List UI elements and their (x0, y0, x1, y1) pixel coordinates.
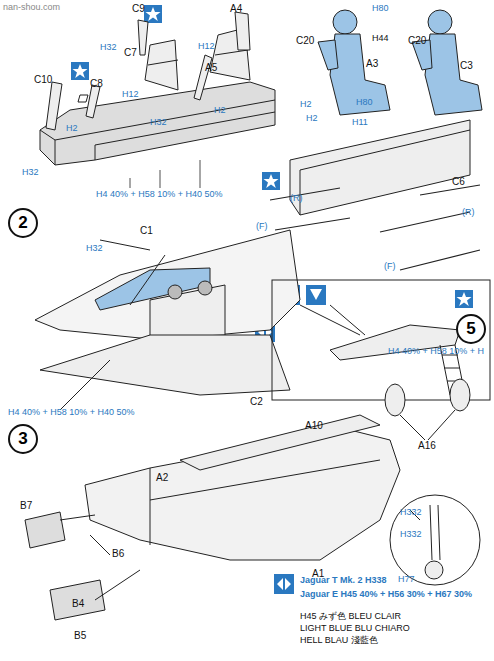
part-label: A10 (305, 420, 323, 431)
step-text: 5 (466, 319, 475, 339)
part-label: H12 (122, 90, 139, 100)
part-label: (F) (256, 222, 268, 232)
part-label: C2 (250, 396, 263, 407)
part-label: B7 (20, 500, 32, 511)
paint-note: H4 40% + H58 10% + H40 50% (96, 190, 223, 200)
part-label: H2 (66, 124, 78, 134)
step-number: 2 (8, 208, 38, 238)
step-text: 2 (18, 213, 27, 233)
part-label: A5 (205, 62, 217, 73)
part-label: C20 (408, 35, 426, 46)
part-label: B6 (112, 548, 124, 559)
part-label: A16 (418, 440, 436, 451)
part-label: C10 (34, 74, 52, 85)
step-text: 3 (18, 429, 27, 449)
paint-note: Jaguar E H45 40% + H56 30% + H67 30% (300, 590, 472, 600)
part-label: H2 (300, 100, 312, 110)
part-label: H44 (372, 34, 389, 44)
part-label: H2 (214, 106, 226, 116)
part-label: (R) (462, 208, 475, 218)
part-label: A2 (156, 472, 168, 483)
part-label: H77 (398, 575, 415, 585)
part-label: A4 (230, 3, 242, 14)
part-label: (F) (384, 262, 396, 272)
part-label: H32 (150, 118, 167, 128)
part-label: H2 (306, 114, 318, 124)
paint-note: H4 40% + H58 10% + H40 50% (8, 408, 135, 418)
part-label: H332 (400, 508, 422, 518)
paint-note: Jaguar T Mk. 2 H338 (300, 576, 387, 586)
part-label: C7 (124, 47, 137, 58)
part-label: H11 (352, 118, 368, 128)
part-label: H32 (22, 168, 39, 178)
part-label: H32 (86, 244, 103, 254)
paint-note: H4 40% + H58 10% + H (388, 347, 484, 357)
part-label: H12 (198, 42, 215, 52)
part-label: C3 (460, 60, 473, 71)
paint-note: LIGHT BLUE BLU CHIARO (300, 624, 410, 634)
part-label: C1 (140, 225, 153, 236)
part-label: B4 (72, 598, 84, 609)
part-label: C20 (296, 35, 314, 46)
part-label: H80 (372, 4, 389, 14)
part-label: C8 (90, 78, 103, 89)
watermark: nan-shou.com (3, 3, 60, 13)
part-label: C9 (132, 3, 145, 14)
part-label: (R) (290, 194, 303, 204)
paint-note: H45 みず色 BLEU CLAIR (300, 612, 401, 622)
part-label: H32 (100, 43, 117, 53)
part-label: H332 (400, 530, 422, 540)
part-label: B5 (74, 630, 86, 641)
step-number: 5 (456, 314, 486, 344)
part-label: C6 (452, 176, 465, 187)
paint-note: HELL BLAU 淺藍色 (300, 636, 378, 646)
part-label: A3 (366, 58, 378, 69)
part-label: H80 (356, 98, 373, 108)
step-number: 3 (8, 424, 38, 454)
